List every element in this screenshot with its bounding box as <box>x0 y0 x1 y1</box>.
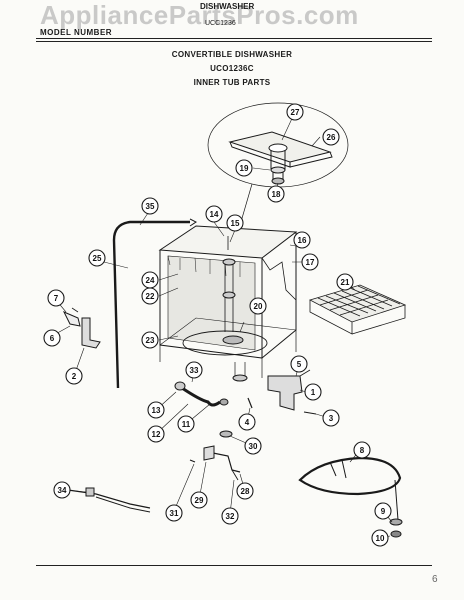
callout-6: 6 <box>43 329 61 347</box>
svg-text:8: 8 <box>360 446 365 455</box>
callout-35: 35 <box>141 197 159 215</box>
product-label: DISHWASHER <box>200 2 255 11</box>
svg-text:11: 11 <box>182 420 191 429</box>
callout-29: 29 <box>190 491 208 509</box>
callout-31: 31 <box>165 504 183 522</box>
left-bracket <box>62 307 101 349</box>
section-title: INNER TUB PARTS <box>193 78 271 87</box>
callout-1: 1 <box>304 383 322 401</box>
svg-text:21: 21 <box>341 278 350 287</box>
svg-text:34: 34 <box>58 486 67 495</box>
callout-12: 12 <box>147 425 165 443</box>
svg-text:19: 19 <box>240 164 249 173</box>
callout-23: 23 <box>141 331 159 349</box>
svg-text:4: 4 <box>245 418 250 427</box>
svg-text:29: 29 <box>195 496 204 505</box>
svg-text:30: 30 <box>249 442 258 451</box>
svg-text:24: 24 <box>146 276 155 285</box>
svg-text:35: 35 <box>146 202 155 211</box>
diagram-title: CONVERTIBLE DISHWASHER <box>171 50 293 59</box>
heater-element <box>298 456 403 538</box>
callout-20: 20 <box>249 297 267 315</box>
header-rule-2 <box>36 41 432 42</box>
callout-30: 30 <box>244 437 262 455</box>
fill-tube <box>112 218 197 389</box>
footer-rule <box>36 565 432 566</box>
callout-34: 34 <box>53 481 71 499</box>
svg-text:26: 26 <box>327 133 336 142</box>
svg-text:6: 6 <box>50 334 55 343</box>
callout-13: 13 <box>147 401 165 419</box>
callout-10: 10 <box>371 529 389 547</box>
callout-14: 14 <box>205 205 223 223</box>
svg-text:15: 15 <box>231 219 240 228</box>
callout-24: 24 <box>141 271 159 289</box>
callout-18: 18 <box>267 185 285 203</box>
callout-33: 33 <box>185 361 203 379</box>
callout-28: 28 <box>236 482 254 500</box>
svg-text:31: 31 <box>170 509 179 518</box>
watermark: AppliancePartsPros.com <box>40 0 359 30</box>
callout-8: 8 <box>353 441 371 459</box>
svg-text:10: 10 <box>376 534 385 543</box>
dish-rack <box>308 284 407 335</box>
inner-tub <box>158 225 298 382</box>
svg-text:9: 9 <box>381 507 386 516</box>
callout-5: 5 <box>290 355 308 373</box>
svg-text:16: 16 <box>298 236 307 245</box>
svg-text:13: 13 <box>152 406 161 415</box>
svg-text:12: 12 <box>152 430 161 439</box>
inlet-valve-parts <box>189 430 241 481</box>
spray-arm <box>228 131 333 185</box>
svg-text:28: 28 <box>241 487 250 496</box>
callout-4: 4 <box>238 413 256 431</box>
model-code: UCC1236 <box>205 20 236 27</box>
svg-text:32: 32 <box>226 512 235 521</box>
callout-26: 26 <box>322 128 340 146</box>
svg-text:17: 17 <box>306 258 315 267</box>
callout-3: 3 <box>322 409 340 427</box>
callout-17: 17 <box>301 253 319 271</box>
callout-27: 27 <box>286 103 304 121</box>
callout-16: 16 <box>293 231 311 249</box>
callout-19: 19 <box>235 159 253 177</box>
svg-text:5: 5 <box>297 360 302 369</box>
svg-text:7: 7 <box>54 294 59 303</box>
svg-text:2: 2 <box>72 372 77 381</box>
model-number: UCO1236C <box>210 64 254 73</box>
right-bracket <box>247 369 317 415</box>
callout-22: 22 <box>141 287 159 305</box>
header-rule <box>36 38 432 39</box>
callout-2: 2 <box>65 367 83 385</box>
svg-text:3: 3 <box>329 414 334 423</box>
callout-25: 25 <box>88 249 106 267</box>
corner-mark: 6 <box>432 574 438 585</box>
callout-15: 15 <box>226 214 244 232</box>
svg-text:27: 27 <box>291 108 300 117</box>
svg-text:14: 14 <box>210 210 219 219</box>
model-label: MODEL NUMBER <box>40 28 113 37</box>
svg-text:20: 20 <box>254 302 263 311</box>
svg-text:33: 33 <box>190 366 199 375</box>
svg-text:1: 1 <box>311 388 316 397</box>
callout-32: 32 <box>221 507 239 525</box>
svg-text:18: 18 <box>272 190 281 199</box>
callout-9: 9 <box>374 502 392 520</box>
callout-21: 21 <box>336 273 354 291</box>
callout-11: 11 <box>177 415 195 433</box>
svg-text:22: 22 <box>146 292 155 301</box>
svg-text:25: 25 <box>93 254 102 263</box>
callout-7: 7 <box>47 289 65 307</box>
svg-text:23: 23 <box>146 336 155 345</box>
drain-hose <box>174 381 229 407</box>
